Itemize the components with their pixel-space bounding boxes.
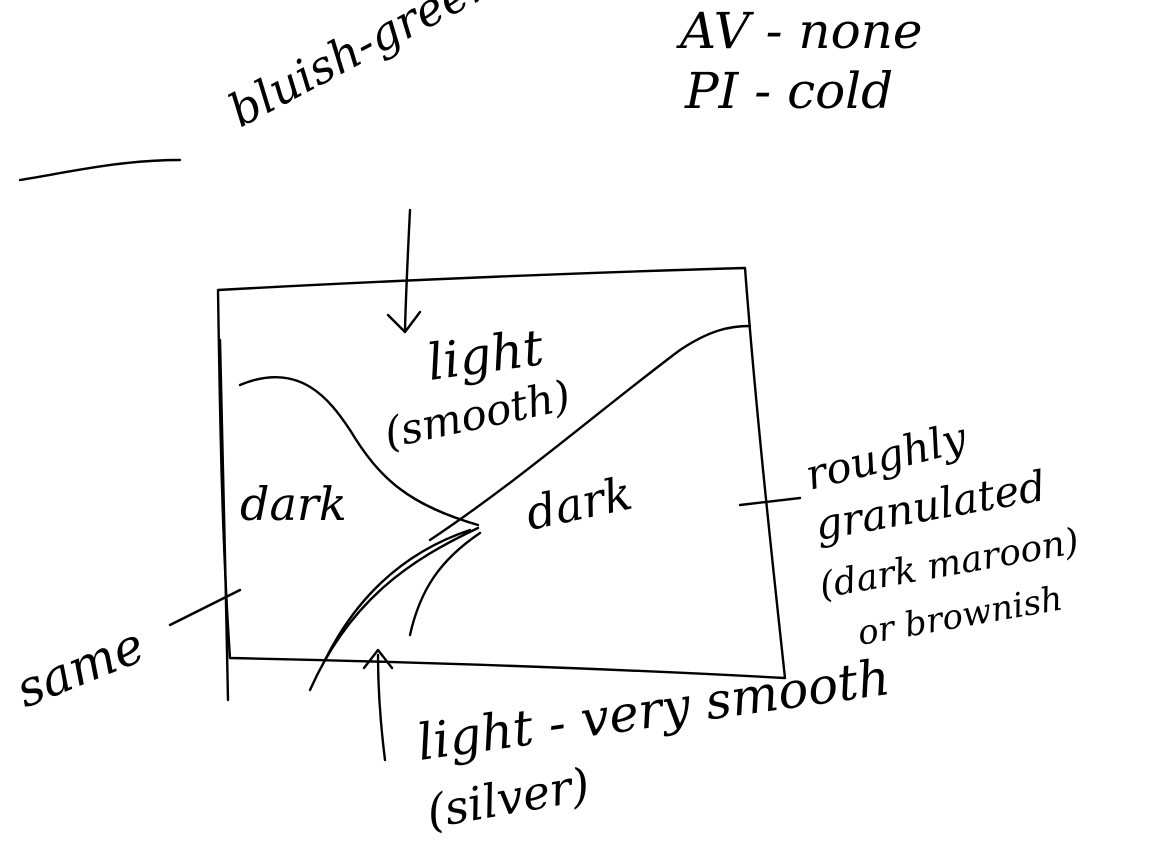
boundary-diagonal [428,324,752,542]
silver-curve-3 [408,531,482,637]
label-dark-center: dark [521,466,637,541]
label-same: same [8,616,153,719]
arrow-bluish-green-head [386,310,422,334]
tick-same [168,588,242,627]
arrow-silver-head [362,648,394,670]
label-dark-left: dark [240,477,347,531]
arrow-silver [376,653,387,762]
label-silver: (silver) [423,757,594,839]
silver-curve-2 [323,528,472,662]
arrow-bluish-green [403,208,412,332]
boundary-left-curve [238,375,480,527]
stray-dash [18,158,182,182]
label-light-very-smooth: light - very smooth [414,648,894,772]
label-bluish-green: bluish-green [220,0,504,138]
dash-to-rough-label [738,496,802,507]
label-pi-cold: PI - cold [684,62,893,120]
left-edge-line [218,338,230,702]
label-av-none: AV - none [676,2,923,60]
silver-curve-1 [308,526,480,692]
